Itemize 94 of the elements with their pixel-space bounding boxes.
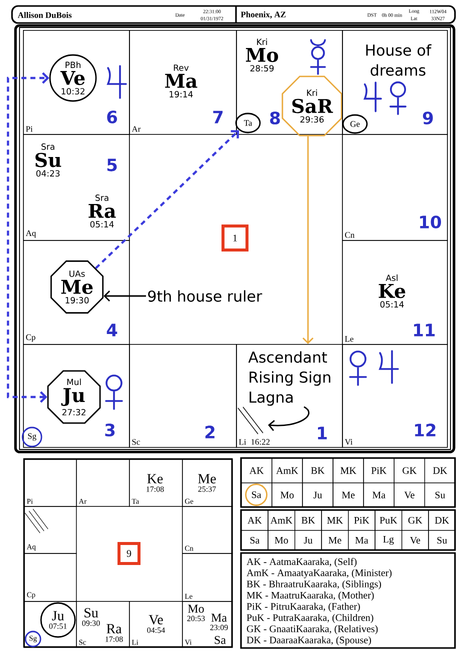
- table-cell: Ma: [363, 482, 394, 508]
- table-cell: GK: [402, 510, 429, 531]
- table-cell: MK: [332, 458, 364, 484]
- key-entry: GK - GnaatiKaaraka, (Relatives): [246, 625, 378, 634]
- marker-box: 9: [118, 542, 140, 565]
- house-number: 3: [105, 424, 115, 436]
- circled-sign: Sg: [22, 426, 42, 448]
- degree-label: 16:22: [251, 439, 270, 445]
- table-cell: BK: [294, 510, 322, 531]
- house-number: 10: [420, 216, 441, 228]
- annotation: House of dreams: [366, 44, 432, 76]
- place-name: Phoenix, AZ: [240, 11, 286, 19]
- chart-cell: [24, 601, 77, 648]
- planet-entry: Rev Ma 19:14: [165, 64, 198, 98]
- sign-label: Cn: [345, 232, 354, 238]
- circled-sign: Ge: [342, 114, 368, 134]
- table-cell: MK: [321, 510, 349, 531]
- key-entry: BK - BhraatruKaaraka, (Siblings): [246, 580, 382, 590]
- planet-entry: Kri Mo 28:59: [246, 38, 278, 72]
- table-cell: Su: [428, 530, 456, 551]
- key-entry: MK - MaatruKaaraka, (Mother): [246, 592, 374, 601]
- sign-label: Cp: [26, 334, 36, 342]
- table-cell: Ma: [348, 530, 376, 551]
- circled-planet: Mul Ju 27:32: [47, 370, 101, 424]
- circled-planet: Sa: [245, 484, 268, 506]
- key-entry: AK - AatmaKaaraka, (Self): [246, 558, 357, 568]
- table-cell: BK: [302, 458, 334, 484]
- planet-entry: Ma 23:09: [210, 614, 228, 630]
- house-number: 11: [414, 324, 435, 336]
- person-name: Allison DuBois: [18, 12, 72, 18]
- annotation: Ascendant Rising Sign Lagna: [248, 351, 330, 406]
- planet-entry: Sra Su 04:23: [35, 143, 62, 177]
- table-cell: PuK: [374, 510, 402, 531]
- circled-planet: UAs Me 19:30: [50, 260, 104, 314]
- table-cell: Mo: [272, 482, 303, 508]
- house-number: 8: [270, 112, 280, 124]
- table-cell: Lg: [374, 530, 402, 551]
- table-cell: AK: [241, 458, 272, 484]
- table-cell: DK: [428, 510, 456, 531]
- key-entry: PuK - PutraKaaraka, (Children): [246, 614, 374, 624]
- planet-entry: Sra Ra 05:14: [88, 194, 116, 228]
- house-number: 6: [107, 110, 117, 124]
- house-number: 5: [107, 158, 117, 172]
- arrow: [104, 290, 146, 302]
- house-number: 4: [106, 324, 118, 336]
- key-entry: DK - DaaraaKaaraka, (Spouse): [246, 636, 371, 646]
- table-cell: Me: [332, 482, 364, 508]
- table-cell: PiK: [363, 458, 394, 484]
- table-cell: AK: [241, 510, 268, 531]
- key-entry: AmK - AmaatyaKaaraka, (Minister): [246, 569, 392, 578]
- table-cell: Ve: [402, 530, 429, 551]
- table-cell: DK: [424, 458, 456, 484]
- table-cell: GK: [394, 458, 426, 484]
- circled-sign: Ta: [235, 112, 261, 134]
- table-cell: Su: [424, 482, 456, 508]
- table-cell: Ju: [294, 530, 322, 551]
- table-cell: AmK: [268, 510, 296, 531]
- table-cell: Mo: [268, 530, 296, 551]
- sign-label: Ar: [132, 126, 141, 132]
- house-number: 9: [422, 112, 433, 124]
- table-cell: PiK: [348, 510, 376, 531]
- planet-entry: Asl Ke 05:14: [378, 274, 406, 308]
- planet-entry: Ve 04:54: [147, 615, 165, 633]
- house-number: 1: [318, 426, 327, 440]
- circled-planet: Ju 07:51: [40, 602, 76, 638]
- sign-label: Sc: [132, 439, 140, 445]
- sign-label: Li: [238, 439, 246, 445]
- key-entry: PiK - PitruKaaraka, (Father): [246, 602, 360, 612]
- circled-planet: Kri SaR 29:36: [282, 76, 342, 136]
- planet-entry: Sa: [214, 636, 226, 644]
- house-number: 2: [205, 426, 214, 438]
- dashed-arrow: [95, 130, 240, 269]
- circled-planet: PBh Ve 10:32: [49, 54, 97, 102]
- planet-entry: Ke 17:08: [146, 474, 164, 492]
- sign-label: Le: [344, 336, 354, 342]
- planet-entry: Ra 17:08: [106, 624, 123, 642]
- house-number: 7: [213, 110, 223, 124]
- marker-box: 1: [222, 224, 248, 252]
- sign-label: Pi: [26, 126, 33, 132]
- dashed-arrow: [6, 72, 50, 403]
- table-cell: Ve: [394, 482, 426, 508]
- planet-entry: Me 25:37: [198, 474, 216, 492]
- table-cell: Me: [321, 530, 349, 551]
- table-cell: Ju: [302, 482, 334, 508]
- sign-label: Vi: [344, 439, 353, 445]
- house-number: 12: [415, 424, 436, 436]
- annotation: 9th house ruler: [148, 290, 262, 302]
- planet-entry: Su 09:30: [82, 608, 100, 626]
- curved-arrow: [268, 406, 310, 431]
- table-cell: AmK: [272, 458, 303, 484]
- arrow: [302, 136, 314, 344]
- sign-label: Aq: [26, 230, 36, 238]
- table-cell: Sa: [241, 530, 268, 551]
- planet-entry: Mo 20:53: [187, 604, 205, 622]
